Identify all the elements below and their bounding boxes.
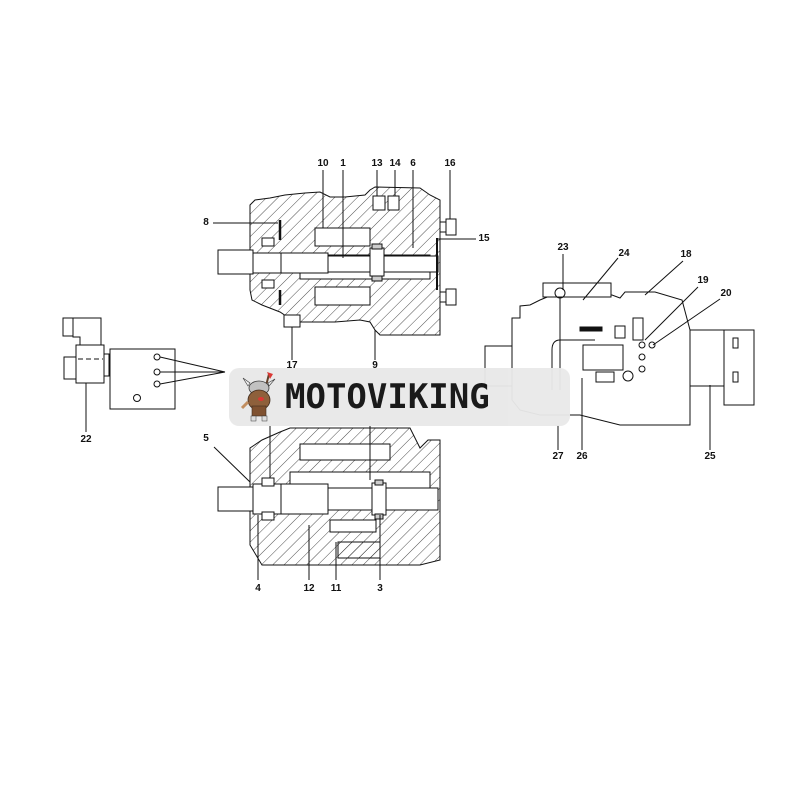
lower-pump-section — [213, 426, 441, 580]
callout-18: 18 — [680, 249, 692, 260]
callout-14: 14 — [389, 158, 401, 169]
callout-1: 1 — [340, 158, 346, 169]
callout-4: 4 — [255, 583, 261, 594]
callout-24: 24 — [618, 248, 630, 259]
callout-22: 22 — [80, 434, 92, 445]
upper-pump-section — [213, 170, 476, 360]
callout-13: 13 — [371, 158, 383, 169]
callout-15: 15 — [478, 233, 490, 244]
callout-8: 8 — [203, 217, 209, 228]
callout-11: 11 — [330, 583, 342, 594]
callout-5: 5 — [203, 433, 209, 444]
callout-19: 19 — [697, 275, 709, 286]
motoviking-watermark: MOTOVIKING — [229, 368, 570, 426]
callout-27: 27 — [552, 451, 564, 462]
callout-20: 20 — [720, 288, 732, 299]
callout-3: 3 — [377, 583, 383, 594]
callout-26: 26 — [576, 451, 588, 462]
callout-6: 6 — [410, 158, 416, 169]
callout-12: 12 — [303, 583, 315, 594]
callout-16: 16 — [444, 158, 456, 169]
watermark-text: MOTOVIKING — [285, 377, 490, 417]
viking-mascot-icon — [240, 372, 276, 422]
callout-9: 9 — [372, 360, 378, 371]
callout-17: 17 — [286, 360, 298, 371]
callout-10: 10 — [317, 158, 329, 169]
callout-23: 23 — [557, 242, 569, 253]
solenoid-valve — [62, 317, 226, 432]
callout-25: 25 — [704, 451, 716, 462]
